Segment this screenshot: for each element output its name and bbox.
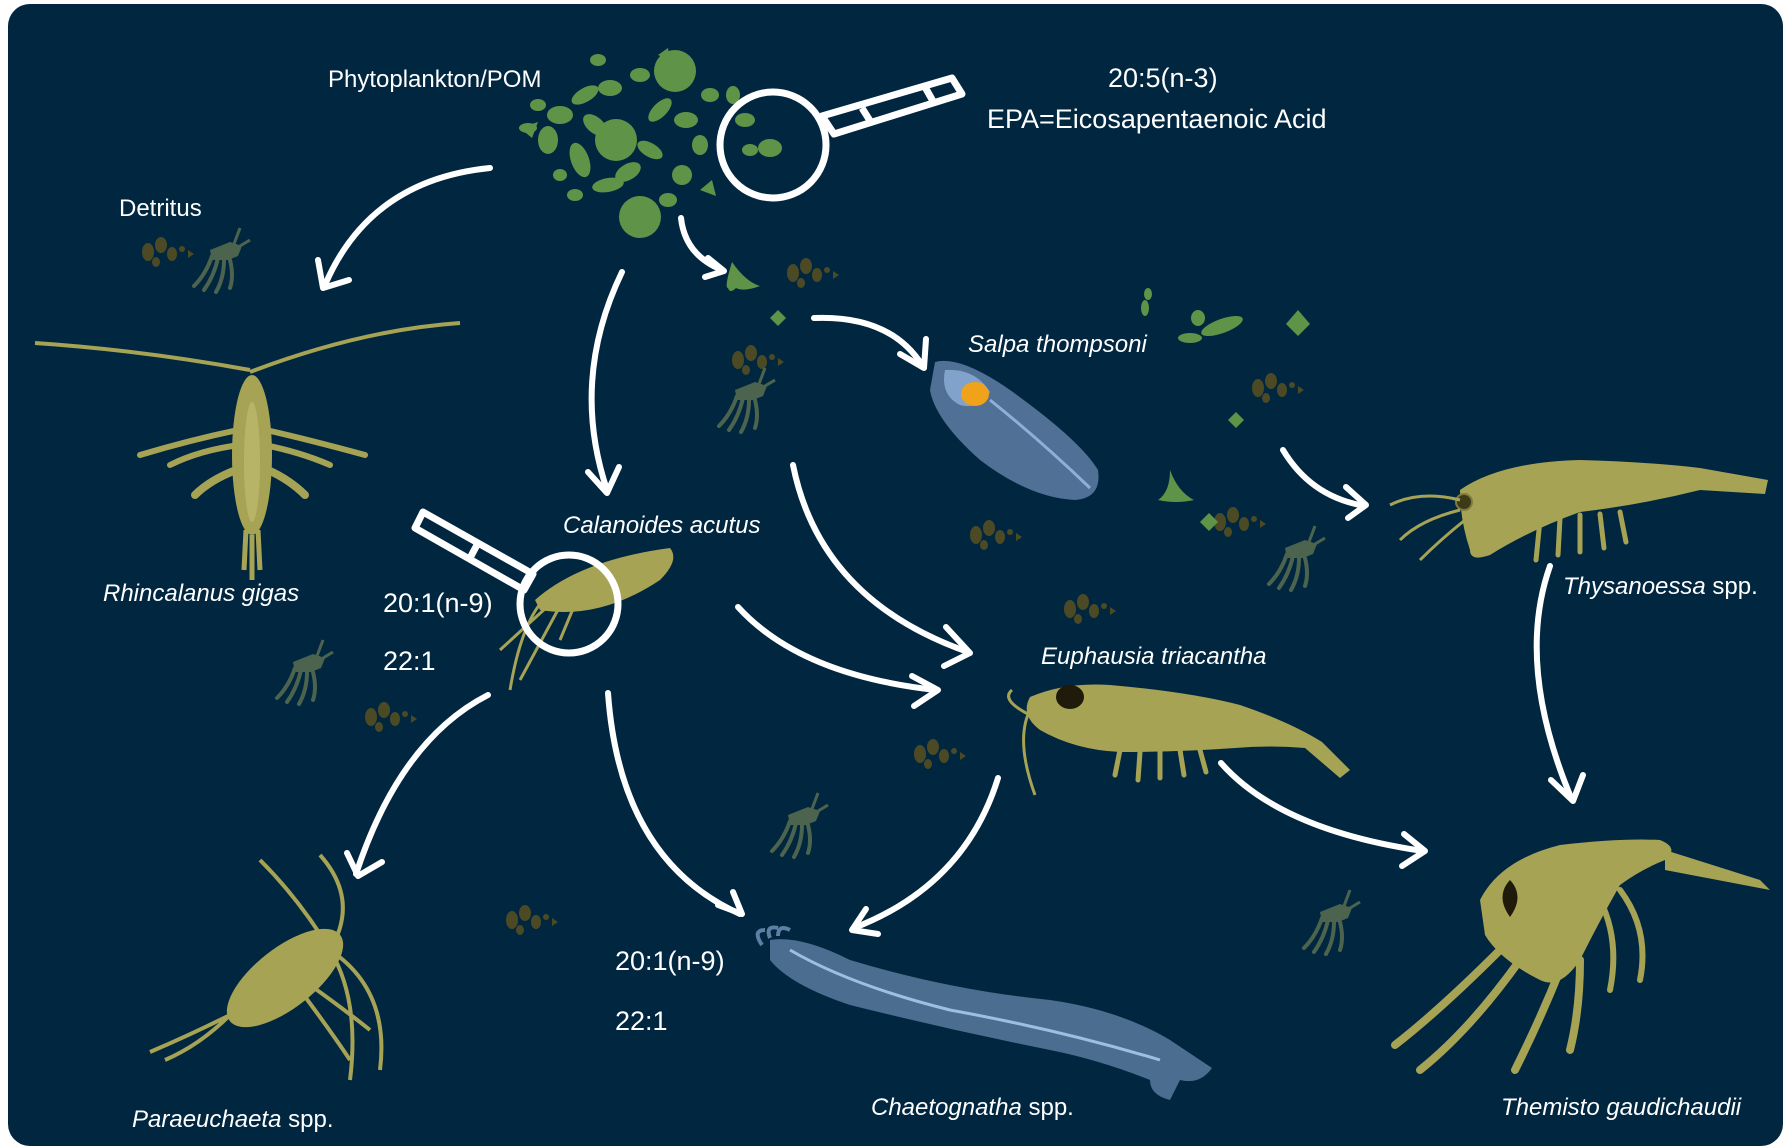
arrow-calanoides-to-euphausia <box>738 607 936 690</box>
arrow-euphausia-to-themisto <box>1221 763 1423 851</box>
arrow-calanoides-to-chaetognatha <box>608 693 740 914</box>
magnifier-epa-icon <box>720 78 962 198</box>
calanoides-label: Calanoides acutus <box>563 514 760 538</box>
epa-formula-label: 20:5(n-3) <box>1108 65 1218 92</box>
calanoides-fa2-label: 22:1 <box>383 648 436 675</box>
thysanoessa-label: Thysanoessa spp. <box>1563 575 1758 599</box>
arrow-phyto-to-rhincalanus <box>325 168 490 285</box>
euphausia-triacantha-icon <box>1009 685 1350 796</box>
paraeuchaeta-genus: Paraeuchaeta <box>132 1106 281 1133</box>
paraeuchaeta-icon <box>150 855 381 1080</box>
arrow-thysanoessa-to-themisto <box>1537 566 1572 800</box>
arrow-particles-to-euphausia <box>793 465 968 652</box>
trophic-arrows <box>318 168 1583 934</box>
chaetognatha-icon <box>758 927 1212 1100</box>
themisto-label: Themisto gaudichaudii <box>1501 1096 1741 1120</box>
phytoplankton-label: Phytoplankton/POM <box>328 68 541 92</box>
arrow-euphausia-to-chaetognatha <box>854 778 998 928</box>
thysanoessa-suffix: spp. <box>1706 573 1758 600</box>
paraeuchaeta-suffix: spp. <box>281 1106 333 1133</box>
chaetognatha-fa1-label: 20:1(n-9) <box>615 948 725 975</box>
calanoides-fa1-label: 20:1(n-9) <box>383 590 493 617</box>
euphausia-label: Euphausia triacantha <box>1041 645 1267 669</box>
chaetognatha-label: Chaetognatha spp. <box>871 1096 1074 1120</box>
arrow-phyto-to-calanoides <box>592 272 622 490</box>
chaetognatha-suffix: spp. <box>1022 1094 1074 1121</box>
paraeuchaeta-label: Paraeuchaeta spp. <box>132 1108 333 1132</box>
phytoplankton-cluster-icon <box>519 48 782 238</box>
chaetognatha-fa2-label: 22:1 <box>615 1008 668 1035</box>
rhincalanus-label: Rhincalanus gigas <box>103 582 299 606</box>
detritus-label: Detritus <box>119 197 202 221</box>
themisto-gaudichaudii-icon <box>1395 840 1770 1070</box>
epa-name-label: EPA=Eicosapentaenoic Acid <box>987 106 1326 133</box>
thysanoessa-genus: Thysanoessa <box>1563 573 1706 600</box>
chaetognatha-genus: Chaetognatha <box>871 1094 1022 1121</box>
rhincalanus-gigas-icon <box>35 323 460 580</box>
thysanoessa-icon <box>1390 460 1768 560</box>
salpa-label: Salpa thompsoni <box>968 333 1147 357</box>
salpa-thompsoni-icon <box>930 361 1099 500</box>
arrow-particles-to-thysanoessa <box>1283 450 1360 505</box>
